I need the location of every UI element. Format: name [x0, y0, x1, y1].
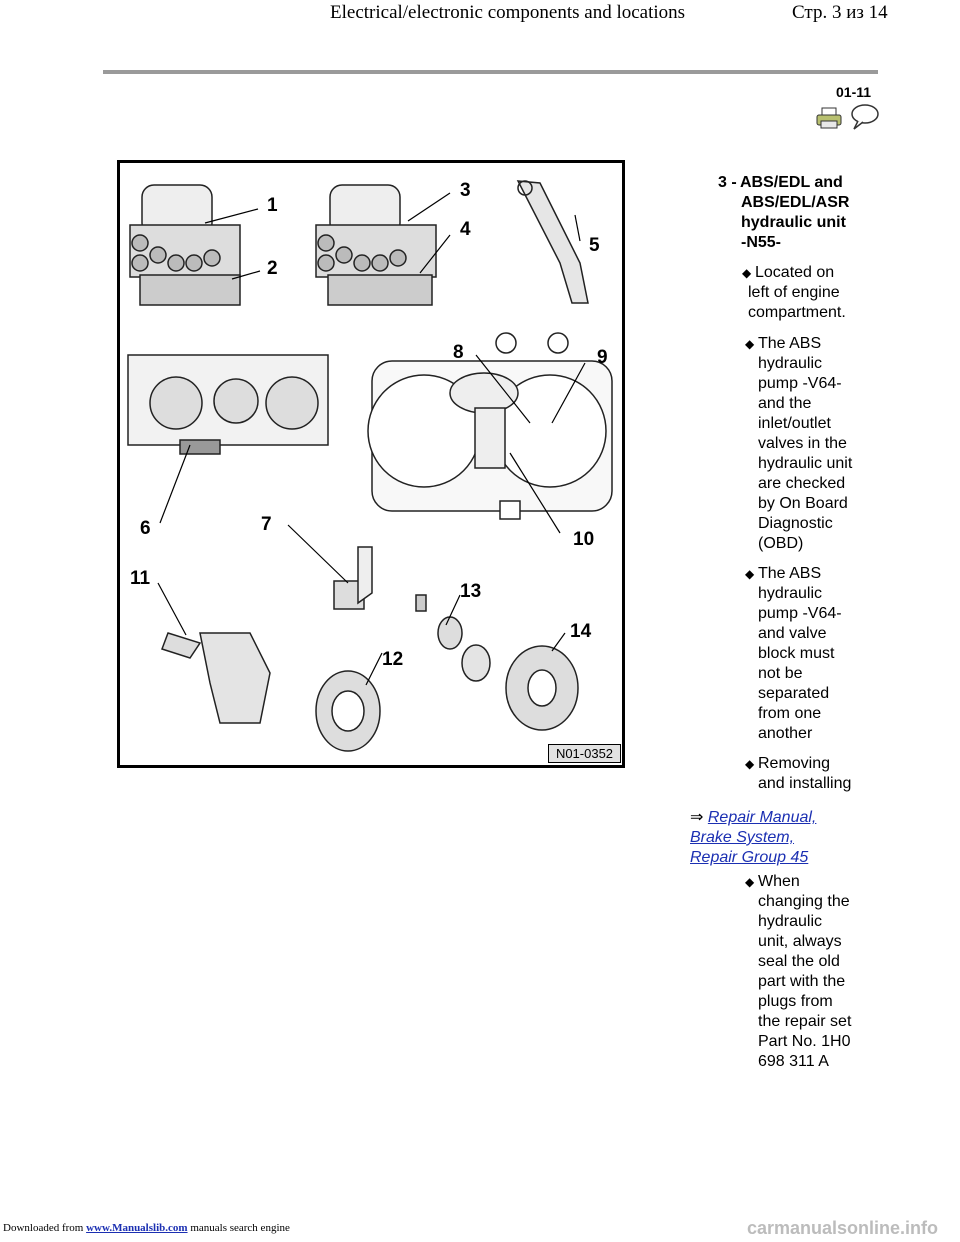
- bullet-line: inlet/outlet: [758, 415, 831, 432]
- callout-9: 9: [597, 347, 608, 368]
- page-indicator: Стр. 3 из 14: [792, 2, 888, 23]
- bullet-removing: ◆Removing and installing: [745, 754, 851, 794]
- bullet-line: hydraulic unit: [758, 455, 853, 472]
- callout-4: 4: [460, 219, 471, 240]
- bullet-line: changing the: [758, 893, 850, 910]
- item-number: 3 -: [718, 174, 737, 191]
- callout-3: 3: [460, 180, 471, 201]
- bullet-line: Removing: [758, 755, 831, 772]
- bullet-line: Part No. 1H0: [758, 1033, 851, 1050]
- diagram-illustration: [127, 180, 613, 752]
- bullet-line: plugs from: [758, 993, 833, 1010]
- abs-unit-right: [315, 184, 437, 306]
- bullet-line: from one: [758, 705, 822, 722]
- download-footer: Downloaded from www.Manualslib.com manua…: [3, 1222, 290, 1234]
- callout-7: 7: [261, 514, 272, 535]
- callout-2: 2: [267, 258, 278, 279]
- bullet-line: hydraulic: [758, 585, 823, 602]
- bullet-line: Diagnostic: [758, 515, 833, 532]
- bullet-line: When: [758, 873, 800, 890]
- reference-link-line[interactable]: Repair Manual,: [707, 809, 817, 826]
- bullet-line: not be: [758, 665, 803, 682]
- bullet-line: are checked: [758, 475, 846, 492]
- bullet-line: by On Board: [758, 495, 848, 512]
- bullet-line: The ABS: [758, 335, 822, 352]
- diamond-bullet-icon: ◆: [745, 567, 755, 581]
- callout-14: 14: [570, 621, 592, 642]
- diamond-bullet-icon: ◆: [745, 875, 755, 889]
- abs-unit-left: [129, 184, 241, 306]
- bullet-line: (OBD): [758, 535, 804, 552]
- page-code: 01-11: [836, 84, 872, 100]
- repair-manual-reference: ⇒ Repair Manual, Brake System, Repair Gr…: [690, 808, 816, 868]
- callout-10: 10: [573, 529, 595, 550]
- bullet-line: block must: [758, 645, 835, 662]
- footer-text: Downloaded from: [3, 1222, 87, 1234]
- bullet-line: Located on: [755, 264, 835, 281]
- footer-text: manuals search engine: [187, 1222, 290, 1234]
- bullet-obd-check: ◆The ABS hydraulic pump -V64- and the in…: [745, 334, 852, 554]
- bullet-line: and valve: [758, 625, 827, 642]
- item-title-line: -N55-: [741, 234, 782, 251]
- bullet-line: compartment.: [748, 304, 846, 321]
- header-divider: [103, 70, 878, 74]
- callout-12: 12: [382, 649, 404, 670]
- bullet-line: valves in the: [758, 435, 847, 452]
- component-diagram: 1 2 3 4 5 6 7 8 9 10 11 12 13 14 N01-035…: [117, 160, 625, 768]
- document-title: Electrical/electronic components and loc…: [330, 2, 686, 23]
- speech-bubble-icon[interactable]: [848, 103, 880, 131]
- bullet-line: pump -V64-: [758, 375, 842, 392]
- callout-8: 8: [453, 342, 464, 363]
- diamond-bullet-icon: ◆: [745, 337, 755, 351]
- reference-link-line[interactable]: Repair Group 45: [690, 849, 809, 866]
- bullet-location: ◆Located on left of engine compartment.: [742, 263, 846, 323]
- bullet-line: unit, always: [758, 933, 842, 950]
- watermark: carmanualsonline.info: [747, 1218, 939, 1238]
- bullet-line: left of engine: [748, 284, 840, 301]
- bullet-line: 698 311 A: [758, 1053, 829, 1070]
- callout-5: 5: [589, 235, 600, 256]
- diamond-bullet-icon: ◆: [742, 266, 752, 280]
- printer-icon[interactable]: [816, 107, 842, 129]
- bullet-line: another: [758, 725, 813, 742]
- item-title-line: hydraulic unit: [741, 214, 846, 231]
- bullet-line: and the: [758, 395, 812, 412]
- bullet-line: and installing: [758, 775, 852, 792]
- item-heading: 3 -ABS/EDL and ABS/EDL/ASR hydraulic uni…: [718, 173, 888, 253]
- bullet-line: The ABS: [758, 565, 822, 582]
- manualslib-link[interactable]: www.Manualslib.com: [86, 1222, 188, 1234]
- callout-13: 13: [460, 581, 482, 602]
- bullet-seal-old-part: ◆When changing the hydraulic unit, alway…: [745, 872, 851, 1072]
- bullet-line: pump -V64-: [758, 605, 842, 622]
- diamond-bullet-icon: ◆: [745, 757, 755, 771]
- bullet-line: separated: [758, 685, 830, 702]
- bullet-line: hydraulic: [758, 355, 823, 372]
- callout-11: 11: [130, 568, 151, 589]
- reference-link-line[interactable]: Brake System,: [690, 829, 795, 846]
- arrow-right-icon: ⇒: [690, 809, 704, 826]
- bullet-line: hydraulic: [758, 913, 823, 930]
- figure-code: N01-0352: [548, 744, 621, 763]
- callout-6: 6: [140, 518, 151, 539]
- bullet-line: the repair set: [758, 1013, 852, 1030]
- bullet-not-separated: ◆The ABS hydraulic pump -V64- and valve …: [745, 564, 842, 744]
- item-title-line: ABS/EDL/ASR: [741, 194, 850, 211]
- bullet-line: part with the: [758, 973, 846, 990]
- callout-1: 1: [267, 195, 278, 216]
- item-title-line: ABS/EDL and: [740, 174, 843, 191]
- bullet-line: seal the old: [758, 953, 840, 970]
